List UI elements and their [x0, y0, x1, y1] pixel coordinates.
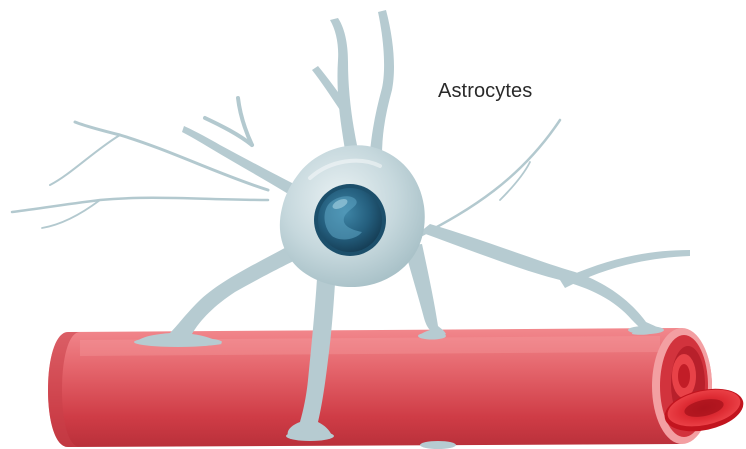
blood-vessel: [48, 328, 712, 447]
astrocytes-label: Astrocytes: [438, 80, 532, 103]
astrocyte-nucleus: [314, 184, 386, 256]
